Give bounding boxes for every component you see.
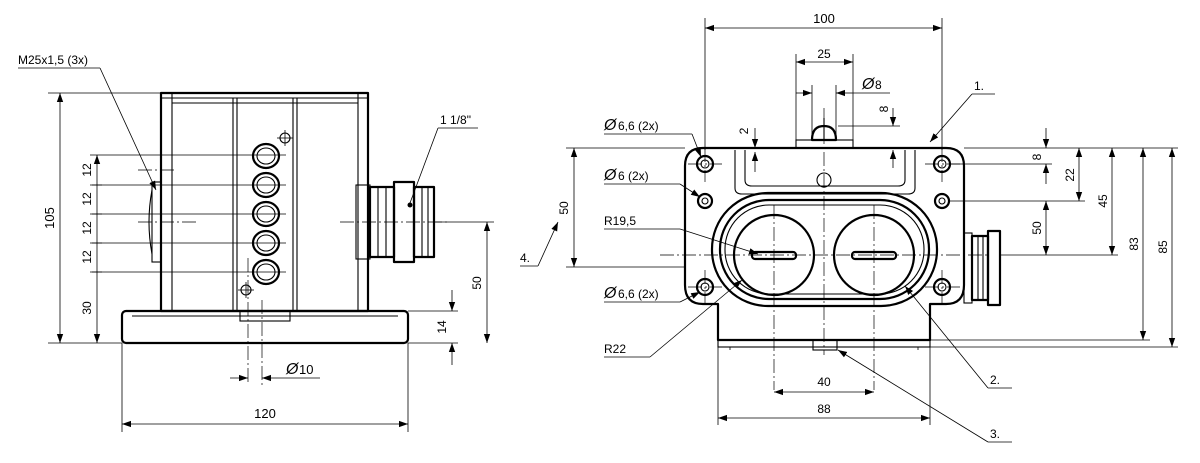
front-view: 100 25 Ø 8 8 2 Ø 6,6 (2x) Ø 6 (2x) xyxy=(520,11,1178,443)
hole-bottom-label: 6,6 (2x) xyxy=(618,287,659,301)
inner-window-outline xyxy=(718,198,931,301)
dim-pin-8: 8 xyxy=(875,78,882,92)
dim-width-120: 120 xyxy=(254,406,276,421)
dim-bore-10: 10 xyxy=(299,362,313,377)
dim-pitch-12-b: 12 xyxy=(80,192,94,206)
dim-83: 83 xyxy=(1127,237,1141,251)
dim-width-100: 100 xyxy=(813,11,835,26)
callout-3: 3. xyxy=(990,427,1000,441)
dim-height-105: 105 xyxy=(42,207,57,229)
dim-width-88: 88 xyxy=(817,402,831,416)
hole-top-label: 6,6 (2x) xyxy=(618,119,659,133)
hole-mid-label: 6 (2x) xyxy=(618,169,649,183)
dim-85: 85 xyxy=(1156,240,1170,254)
hole-mid-prefix: Ø xyxy=(603,167,618,184)
callout-1: 1. xyxy=(974,79,984,93)
dim-8: 8 xyxy=(1030,153,1044,160)
dim-left-50: 50 xyxy=(557,201,571,215)
dim-pin-height-8: 8 xyxy=(877,105,891,112)
dim-bore-prefix: Ø xyxy=(285,361,300,378)
thread-label: M25x1,5 (3x) xyxy=(18,53,88,67)
callout-2: 2. xyxy=(990,373,1000,387)
dim-pitch-12-d: 12 xyxy=(80,250,94,264)
dim-base-height-14: 14 xyxy=(435,320,449,334)
radius-inner-label: R19,5 xyxy=(604,214,636,228)
connector-label: 1 1/8" xyxy=(440,113,471,127)
dim-base-offset-30: 30 xyxy=(80,301,94,315)
hole-top-prefix: Ø xyxy=(603,117,618,134)
dim-connector-height-50: 50 xyxy=(470,276,484,290)
hole-bottom-prefix: Ø xyxy=(603,285,618,302)
radius-outer-label: R22 xyxy=(604,342,626,356)
dim-pitch-12-c: 12 xyxy=(80,221,94,235)
dim-spacing-25: 25 xyxy=(817,47,831,61)
dim-recess-2: 2 xyxy=(737,127,751,134)
dim-pitch-12-a: 12 xyxy=(80,163,94,177)
dim-spacing-40: 40 xyxy=(817,375,831,389)
outer-window-outline xyxy=(710,191,939,308)
front-connector xyxy=(963,229,1002,307)
dim-pin-prefix: Ø xyxy=(861,76,876,93)
dim-22: 22 xyxy=(1063,168,1077,182)
dim-45: 45 xyxy=(1096,194,1110,208)
callout-4: 4. xyxy=(520,251,530,265)
side-view: 105 12 12 12 12 30 M25x1,5 (3x) 1 1/8" 1… xyxy=(18,53,494,432)
dim-50: 50 xyxy=(1030,221,1044,235)
